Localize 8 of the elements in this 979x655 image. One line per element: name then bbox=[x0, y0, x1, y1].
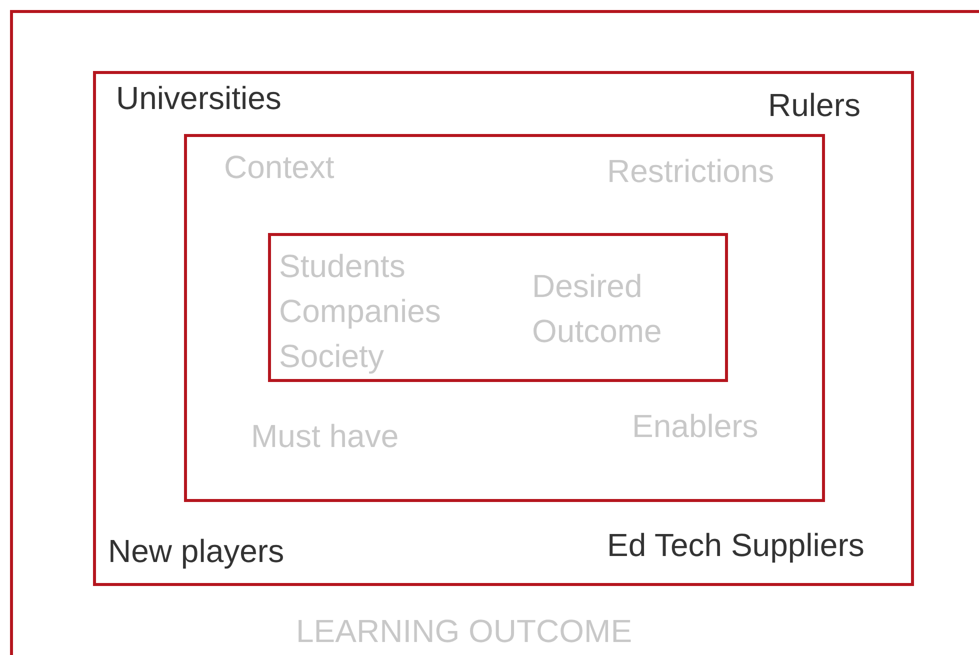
box bbox=[184, 134, 825, 502]
box-label: Rulers bbox=[768, 86, 860, 125]
box-label: Universities bbox=[116, 79, 282, 118]
box bbox=[93, 71, 914, 586]
outer-frame bbox=[10, 10, 979, 655]
box-label: New players bbox=[108, 532, 284, 571]
box bbox=[268, 233, 728, 382]
box-label: Ed Tech Suppliers bbox=[607, 526, 864, 565]
